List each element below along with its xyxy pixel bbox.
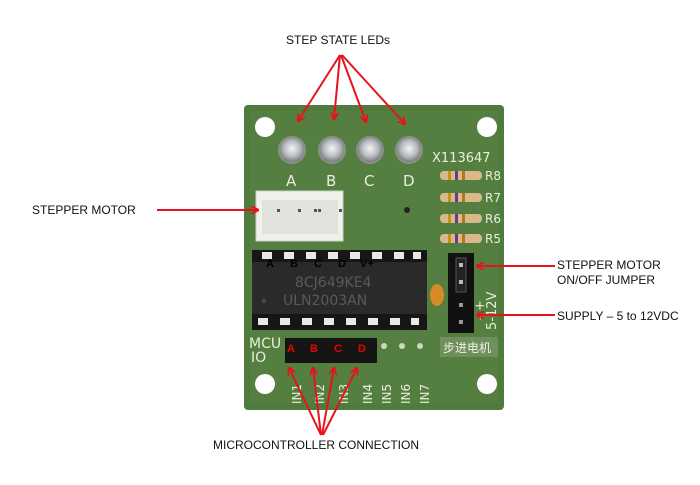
led-b [318, 136, 346, 164]
label-jumper-line1: STEPPER MOTOR [557, 258, 661, 272]
resistor-r8 [440, 171, 482, 180]
led-label: C [364, 172, 374, 190]
led-label: D [403, 172, 415, 190]
resistor-r6 [440, 214, 482, 223]
mounting-hole [255, 117, 275, 137]
mounting-hole [477, 117, 497, 137]
resistor-r5 [440, 234, 482, 243]
mounting-hole [477, 374, 497, 394]
input-label: IN4 [361, 384, 375, 404]
arrow-led-d [341, 54, 405, 124]
led-label: A [286, 172, 297, 190]
arrow-led-c [340, 54, 366, 122]
led-d [395, 136, 423, 164]
arrow-led-b [334, 54, 341, 119]
voltage-label: 5-12V [485, 291, 500, 330]
input-label: IN7 [418, 384, 432, 404]
arrow-in4 [322, 368, 357, 436]
resistor-label: R5 [485, 232, 501, 246]
header-label: C [334, 343, 342, 355]
label-supply: SUPPLY – 5 to 12VDC [557, 309, 679, 323]
label-jumper-line2: ON/OFF JUMPER [557, 273, 655, 287]
arrow-in1 [289, 368, 322, 436]
arrow-in2 [313, 368, 322, 436]
part-id: X113647 [432, 151, 491, 166]
arrow-led-a [298, 54, 341, 121]
label-mcu-connection: MICROCONTROLLER CONNECTION [213, 438, 420, 452]
led-label: B [326, 172, 336, 190]
header-label: B [310, 343, 318, 355]
led-a [278, 136, 306, 164]
label-stepper-motor: STEPPER MOTOR [32, 203, 136, 217]
arrow-in3 [321, 368, 334, 436]
chinese-label-box [440, 337, 498, 357]
led-c [356, 136, 384, 164]
chinese-label: 步进电机 [443, 341, 491, 355]
resistor-r7 [440, 193, 482, 202]
resistor-label: R8 [485, 169, 501, 183]
header-label: D [358, 343, 366, 355]
header-label: A [287, 343, 295, 355]
io-label: IO [251, 350, 266, 366]
chip-part-number: ULN2003AN [283, 293, 367, 309]
mcu-header [285, 338, 377, 363]
input-label: IN6 [399, 384, 413, 404]
motor-connector [255, 190, 344, 242]
jumper-header [448, 253, 474, 333]
resistor-label: R7 [485, 191, 501, 205]
capacitor [430, 284, 444, 306]
chip-pin-label: V+ [360, 258, 374, 270]
mcu-label: MCU [249, 336, 281, 352]
chip-pin-label: C [314, 258, 322, 270]
label-step-state-leds: STEP STATE LEDs [286, 33, 391, 47]
chip-pin-label: D [338, 258, 346, 270]
polarity-label: - + [473, 300, 488, 320]
uln2003-chip: A B C D V+ 8CJ649KE4 ULN2003AN [252, 250, 427, 330]
chip-pin-label: A [266, 258, 274, 270]
input-label: IN1 [290, 384, 304, 404]
resistor-label: R6 [485, 212, 501, 226]
chip-pin-label: B [290, 258, 298, 270]
input-label: IN5 [380, 384, 394, 404]
chip-marking: 8CJ649KE4 [295, 275, 372, 291]
mounting-hole [255, 374, 275, 394]
